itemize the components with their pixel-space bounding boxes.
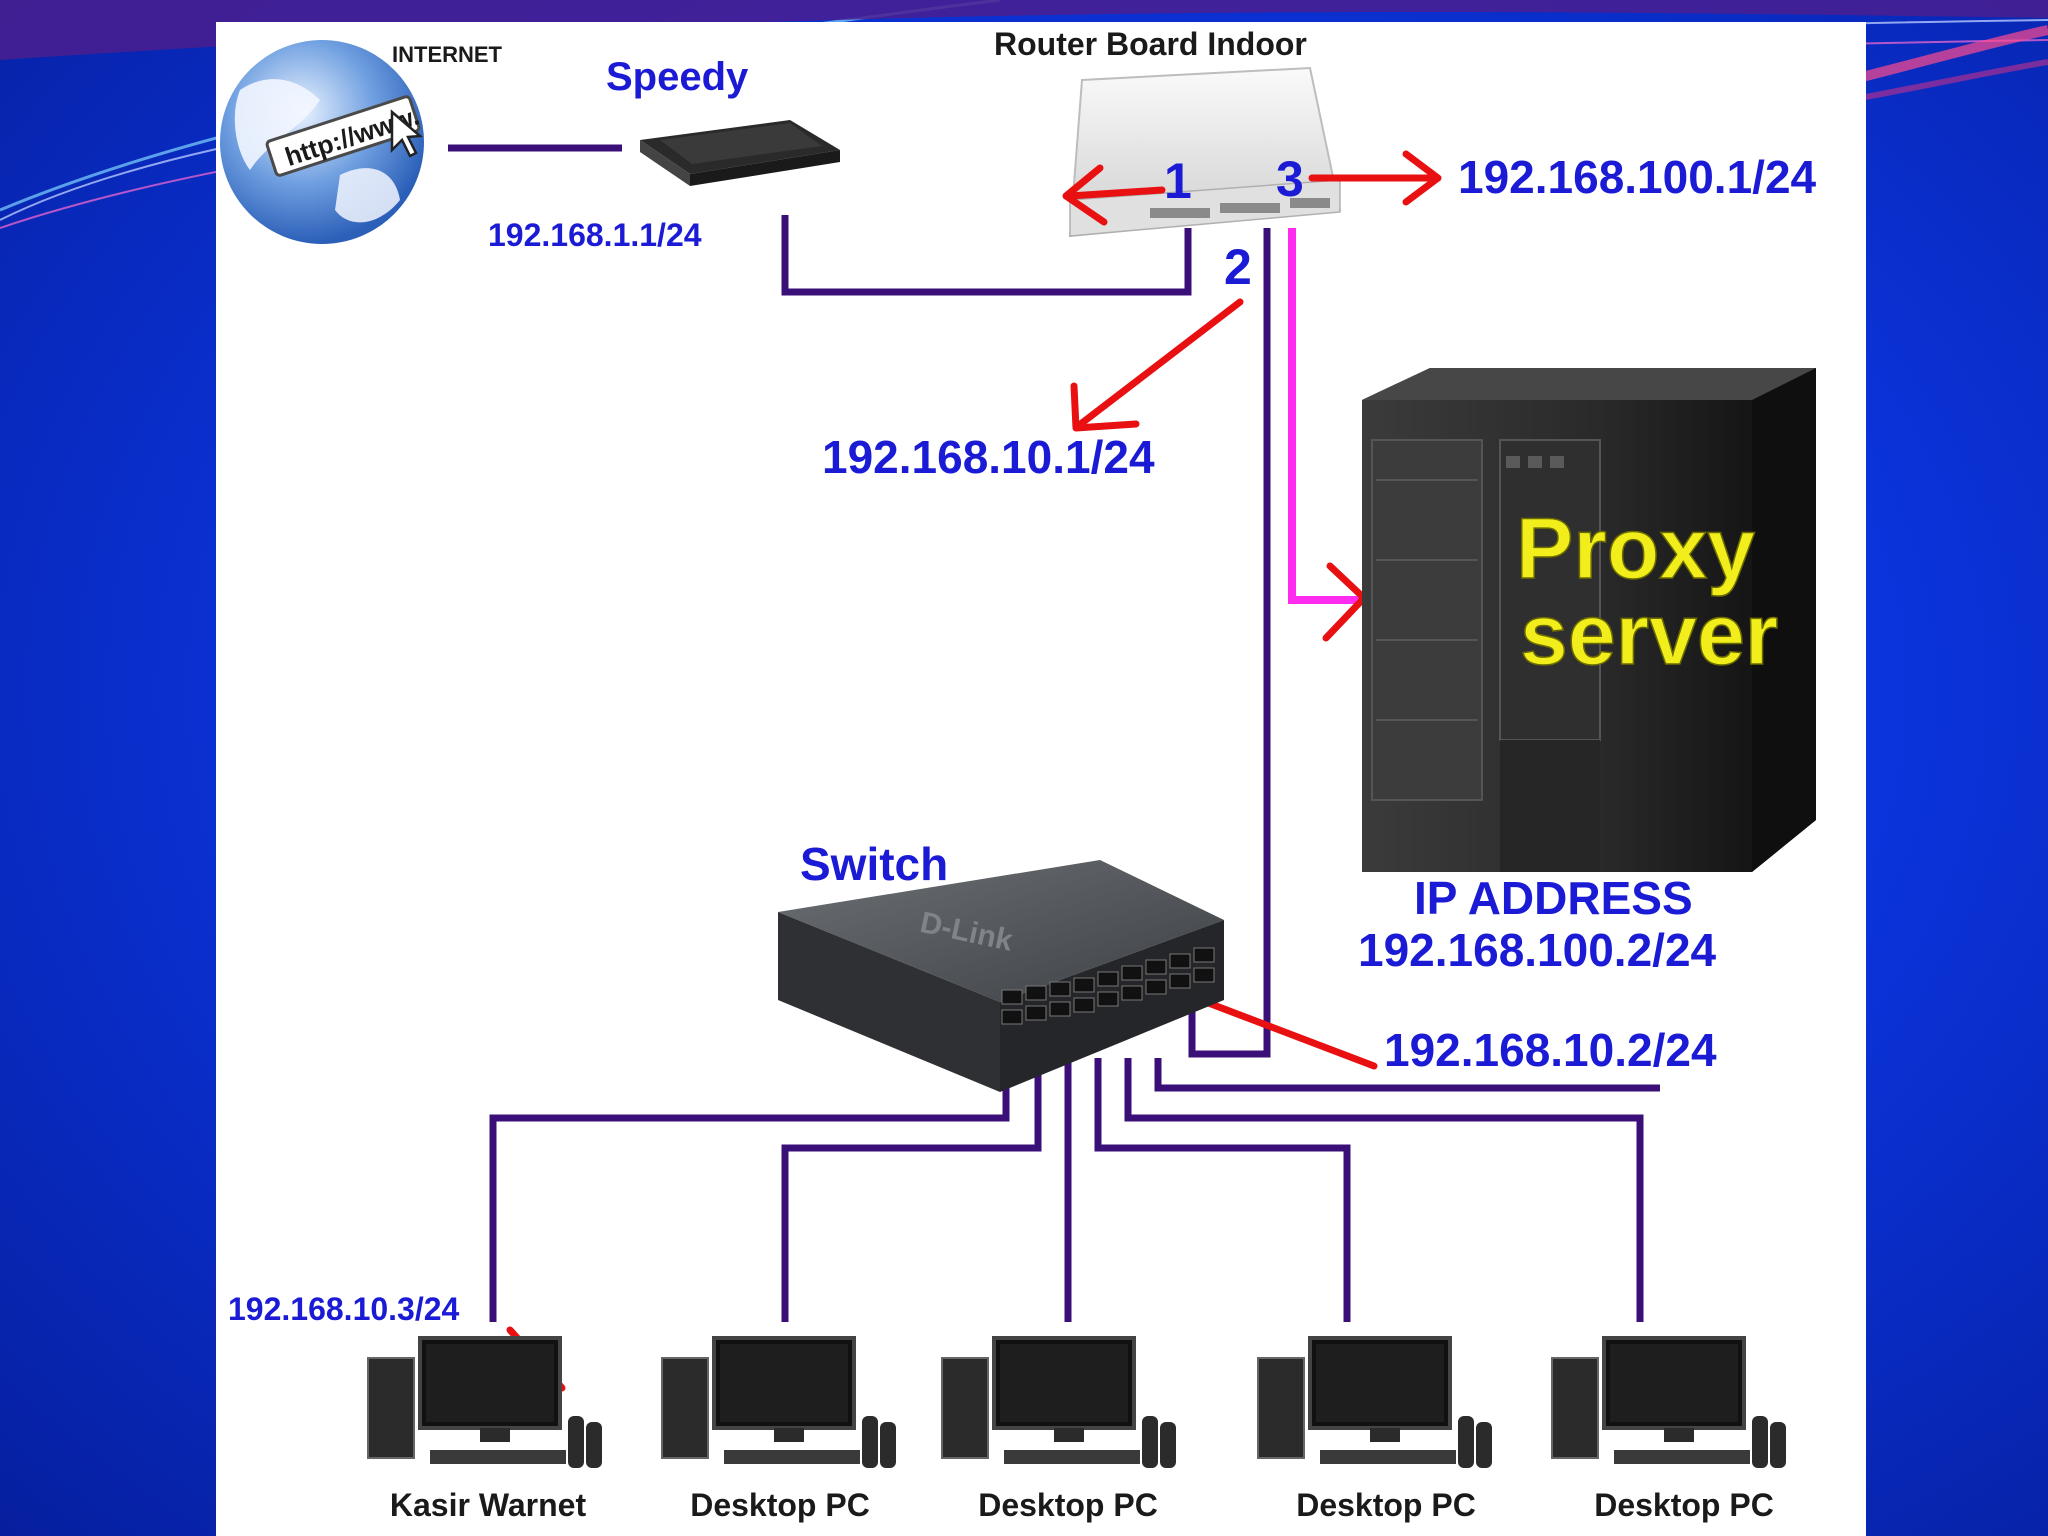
pc-label-kasir: Kasir Warnet: [390, 1487, 587, 1523]
speedy-ip: 192.168.1.1/24: [488, 217, 702, 253]
cable-router-switch: [1188, 228, 1271, 1058]
speedy-label: Speedy: [606, 55, 749, 99]
port-arrows: [506, 150, 1442, 1392]
cables: [448, 144, 1660, 1322]
switch-icon: D-Link: [778, 860, 1224, 1092]
proxy-server-title-line1: Proxy: [1516, 501, 1755, 597]
pc-label: Desktop PC: [1296, 1487, 1476, 1523]
cable-router-proxy: [1288, 228, 1370, 604]
cable-switch-extra: [1154, 1058, 1660, 1092]
pc-icon: [1257, 1336, 1492, 1468]
pc-icon: [661, 1336, 896, 1468]
router-label: Router Board Indoor: [994, 26, 1307, 62]
pc-label: Desktop PC: [978, 1487, 1158, 1523]
pc-icon: [941, 1336, 1176, 1468]
proxy-ip-title: IP ADDRESS: [1414, 872, 1693, 924]
cable-switch-pc1: [489, 1058, 1010, 1322]
kasir-ip: 192.168.10.3/24: [228, 1291, 460, 1327]
server-icon: [1362, 368, 1816, 872]
cable-speedy-router: [781, 215, 1192, 296]
port-2-label: 2: [1224, 239, 1252, 295]
pc-icon: [367, 1336, 602, 1468]
port-2-ip: 192.168.10.1/24: [822, 431, 1155, 483]
pc-icon: [1551, 1336, 1786, 1468]
globe-icon: http://www.: [220, 40, 424, 244]
cable-switch-pc4: [1094, 1058, 1351, 1322]
cable-switch-pc2: [781, 1058, 1042, 1322]
pc-label: Desktop PC: [1594, 1487, 1774, 1523]
cursor-icon: [390, 109, 424, 158]
port-3-label: 3: [1276, 151, 1304, 207]
switch-label: Switch: [800, 838, 948, 890]
internet-label: INTERNET: [392, 42, 503, 67]
arrow-port-2: [1070, 298, 1244, 432]
proxy-ip: 192.168.100.2/24: [1358, 924, 1717, 976]
pc-row: [367, 1336, 1786, 1468]
port-1-label: 1: [1164, 153, 1192, 209]
cable-switch-pc5: [1124, 1058, 1644, 1322]
arrow-port-1: [1062, 164, 1166, 226]
arrow-port-3: [1308, 150, 1442, 206]
proxy-server-title-line2: server: [1520, 587, 1778, 683]
port-3-ip: 192.168.100.1/24: [1458, 151, 1817, 203]
pc-label: Desktop PC: [690, 1487, 870, 1523]
arrow-switch-ip: [1186, 992, 1378, 1070]
switch-ip: 192.168.10.2/24: [1384, 1024, 1717, 1076]
modem-icon: [640, 120, 840, 186]
